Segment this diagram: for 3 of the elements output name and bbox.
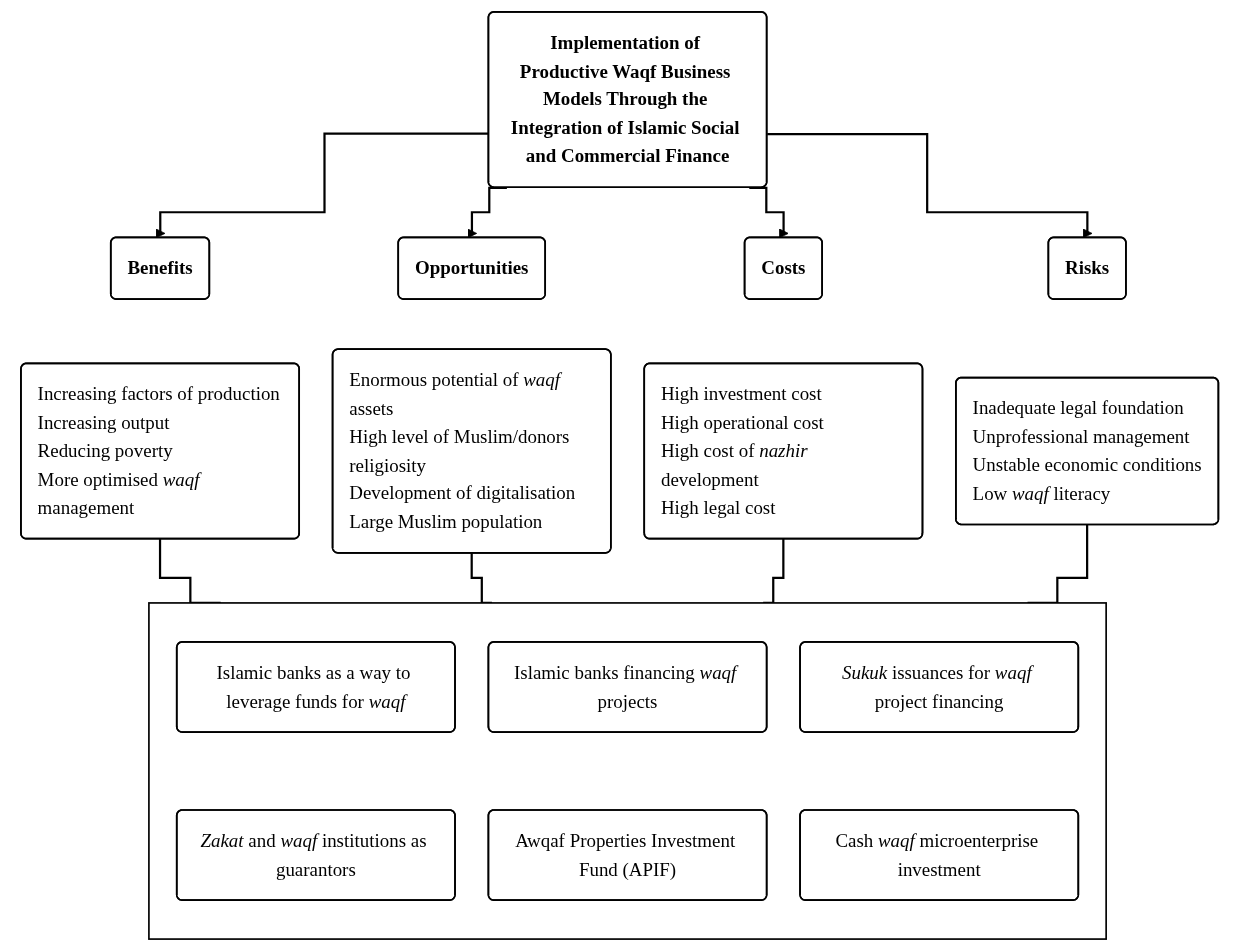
- arrow: [767, 133, 1093, 239]
- cluster: [147, 602, 1107, 940]
- arrow: [155, 132, 489, 239]
